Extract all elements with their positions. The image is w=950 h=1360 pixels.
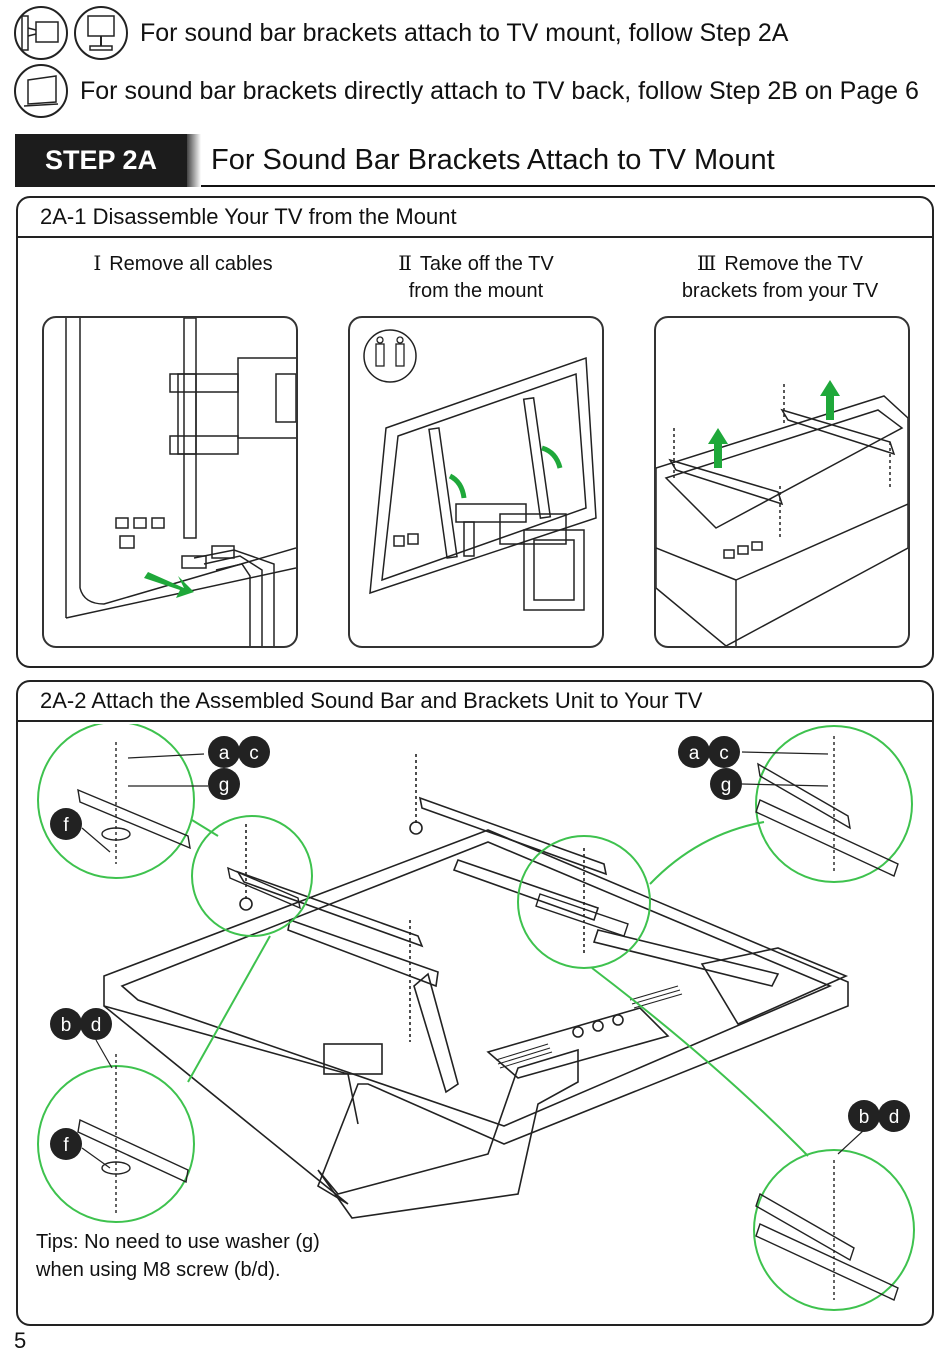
substep-3-numeral: Ⅲ	[697, 251, 717, 275]
page-number: 5	[14, 1328, 27, 1353]
two-person-lift-icon	[363, 329, 417, 383]
substep-2-numeral: Ⅱ	[398, 251, 412, 275]
substep-1-line1: Remove all cables	[109, 253, 273, 275]
rotate-arrow-icon	[448, 473, 467, 499]
label-f-bottom: f	[63, 1135, 69, 1156]
label-c-right: c	[719, 743, 729, 764]
intro-text-step2a: For sound bar brackets attach to TV moun…	[140, 18, 789, 47]
tv-back-icon	[14, 64, 68, 118]
substep-2-line2: from the mount	[408, 280, 544, 302]
step-title: For Sound Bar Brackets Attach to TV Moun…	[211, 144, 775, 176]
lift-arrow-icon	[708, 428, 728, 468]
lift-arrow-icon-2	[820, 380, 840, 420]
section-disassemble: 2A-1 Disassemble Your TV from the Mount …	[16, 196, 934, 668]
label-a-right: a	[689, 743, 700, 764]
attach-illustration: a c g f a c g b d	[37, 724, 915, 1311]
label-b-d-right: b d	[837, 1100, 910, 1155]
panel-remove-brackets	[654, 316, 910, 648]
substep-3-line2: brackets from your TV	[681, 280, 879, 302]
label-g-top-right: g	[710, 768, 829, 800]
substep-3: Ⅲ Remove the TV brackets from your TV	[640, 250, 920, 305]
label-g: g	[219, 775, 230, 796]
intro-row-tv-back: For sound bar brackets directly attach t…	[14, 64, 919, 118]
remove-cables-illustration	[65, 318, 296, 646]
label-c: c	[249, 743, 259, 764]
panel-take-off-tv	[348, 316, 604, 648]
label-b-d-left: b d	[50, 1008, 113, 1069]
substep-1-numeral: Ⅰ	[93, 251, 102, 275]
callout-top-left	[37, 724, 195, 879]
tips-note: Tips: No need to use washer (g) when usi…	[36, 1228, 320, 1284]
tv-stand-icon	[74, 6, 128, 60]
label-f-top-left: f	[50, 808, 111, 853]
callout-bottom-right	[753, 1149, 915, 1311]
section-attach: 2A-2 Attach the Assembled Sound Bar and …	[16, 680, 934, 1326]
label-d-right: d	[889, 1107, 900, 1128]
intro-row-mount: For sound bar brackets attach to TV moun…	[14, 6, 789, 60]
label-b-right: b	[859, 1107, 870, 1128]
remove-brackets-illustration	[656, 380, 908, 646]
label-g-top-left: g	[128, 768, 240, 800]
step-badge: STEP 2A	[15, 134, 201, 187]
step-header: STEP 2A For Sound Bar Brackets Attach to…	[15, 134, 935, 187]
panel-remove-cables	[42, 316, 298, 648]
pull-arrow-icon	[144, 572, 194, 598]
label-a: a	[219, 743, 230, 764]
callout-mid-left	[191, 815, 313, 937]
substep-3-line1: Remove the TV	[724, 253, 863, 275]
callout-center	[517, 835, 651, 969]
label-g-right: g	[721, 775, 732, 796]
label-a-c-top-right: a c	[678, 736, 829, 768]
callout-top-right	[755, 725, 913, 883]
label-f: f	[63, 815, 69, 836]
label-a-c-top-left: a c	[127, 736, 270, 768]
wall-mount-icon	[14, 6, 68, 60]
tips-line2: when using M8 screw (b/d).	[36, 1259, 281, 1281]
section-disassemble-title: 2A-1 Disassemble Your TV from the Mount	[18, 198, 932, 238]
label-b: b	[61, 1015, 72, 1036]
label-d: d	[91, 1015, 102, 1036]
tips-line1: Tips: No need to use washer (g)	[36, 1231, 320, 1253]
substep-2-line1: Take off the TV	[419, 253, 554, 275]
rotate-arrow-icon-2	[541, 445, 563, 469]
substep-1: Ⅰ Remove all cables	[43, 250, 323, 278]
substep-2: Ⅱ Take off the TV from the mount	[336, 250, 616, 305]
intro-text-step2b: For sound bar brackets directly attach t…	[80, 76, 919, 105]
label-f-bottom-left: f	[50, 1128, 111, 1169]
take-off-tv-illustration	[363, 329, 597, 611]
section-attach-title: 2A-2 Attach the Assembled Sound Bar and …	[18, 682, 932, 722]
